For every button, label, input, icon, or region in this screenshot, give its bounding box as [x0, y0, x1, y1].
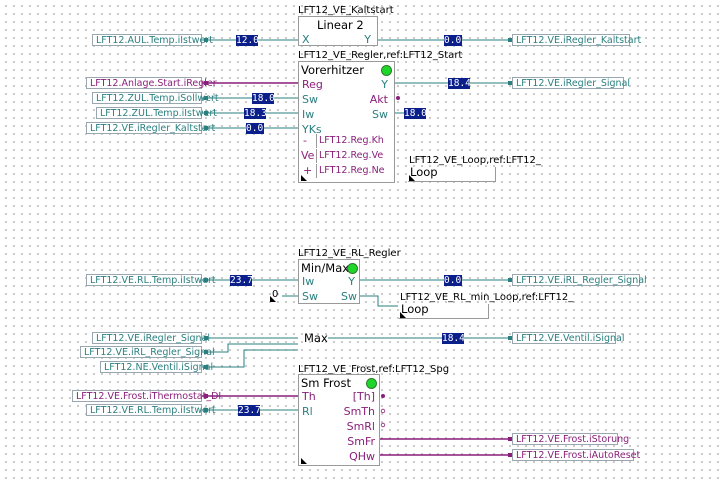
- frost-pin-th: Th: [302, 390, 316, 403]
- output-tag-regler-signal[interactable]: LFT12.VE.iRegler_Signal: [512, 77, 630, 89]
- resize-corner-icon: [270, 296, 276, 302]
- frost-block-name: LFT12_VE_Frost,ref:LFT12_Spg: [298, 364, 450, 375]
- linear-pin-y: Y: [364, 33, 371, 46]
- input-tag-regler-kaltstart[interactable]: LFT12.VE.iRegler_Kaltstart: [86, 122, 215, 134]
- param-ne[interactable]: LFT12.Reg.Ne: [316, 164, 394, 178]
- input-tag-zul-sollwert[interactable]: LFT12.ZUL.Temp.iSollwert: [92, 92, 219, 104]
- resize-corner-icon: [409, 175, 415, 181]
- frost-pin-smth: SmTh: [343, 405, 375, 418]
- value-kaltstart-y: 0.0: [444, 35, 462, 46]
- minmax-block-title: Min/Max: [301, 261, 350, 275]
- loop1-name: LFT12_VE_Loop,ref:LFT12_: [409, 155, 541, 166]
- value-yks: 0.0: [246, 123, 264, 134]
- value-sw-out: 18.0: [404, 108, 427, 119]
- wire-max-in2: [202, 343, 298, 353]
- input-tag-rl-regler-signal[interactable]: LFT12.VE.iRL_Regler_Signal: [80, 346, 215, 358]
- output-tag-ventil-signal[interactable]: LFT12.VE.Ventil.iSignal: [512, 332, 625, 344]
- input-tag-rl-temp[interactable]: LFT12.VE.RL.Temp.iIstwert: [86, 274, 216, 286]
- frost-pin-rl: Rl: [302, 405, 313, 418]
- regler-pin-akt: Akt: [369, 93, 388, 106]
- regler-block-title: Vorerhitzer: [301, 63, 364, 77]
- status-lamp: [347, 263, 358, 274]
- regler-block[interactable]: Vorerhitzer Reg Sw Iw YKs Y Akt Sw - Ve …: [298, 61, 395, 183]
- frost-pin-th-out: [Th]: [352, 390, 375, 403]
- loop2-name: LFT12_VE_RL_min_Loop,ref:LFT12_: [400, 292, 574, 303]
- regler-pin-sw-in: Sw: [302, 93, 318, 106]
- frost-pin-qhw: QHw: [349, 450, 375, 463]
- frost-block-title: Sm Frost: [301, 376, 351, 390]
- frost-pin-smrl: SmRl: [346, 420, 375, 433]
- value-max-out: 18.4: [442, 333, 465, 344]
- value-rl-istwert: 23.7: [230, 275, 253, 286]
- linear-pin-x: X: [302, 33, 310, 46]
- minmax-pin-sw-out: Sw: [341, 290, 357, 303]
- input-tag-aul-temp[interactable]: LFT12.AUL.Temp.iIstwert: [92, 34, 213, 46]
- frost-block[interactable]: Sm Frost Th Rl [Th] SmTh SmRl SmFr QHw: [298, 374, 380, 466]
- regler-pin-yks: YKs: [302, 123, 322, 136]
- linear-block-title: Linear 2: [317, 18, 364, 32]
- regler-pin-y: Y: [381, 78, 388, 91]
- minmax-pin-iw: Iw: [302, 275, 315, 288]
- param-sign-ve: Ve: [301, 149, 315, 162]
- minmax-pin-sw-in: Sw: [302, 290, 318, 303]
- resize-corner-icon: [301, 175, 307, 181]
- input-tag-frost-thermostat[interactable]: LFT12.VE.Frost.iThermostat_DI: [72, 390, 221, 402]
- resize-corner-icon: [301, 458, 307, 464]
- minmax-block-name: LFT12_VE_RL_Regler: [298, 248, 401, 259]
- input-tag-anlage-start[interactable]: LFT12.Anlage.Start.iRegler: [86, 77, 217, 89]
- value-aul-temp: 12.0: [236, 35, 259, 46]
- value-frost-rl: 23.7: [238, 405, 261, 416]
- regler-pin-reg: Reg: [302, 78, 323, 91]
- param-ve[interactable]: LFT12.Reg.Ve: [316, 149, 394, 163]
- input-tag-zul-istwert[interactable]: LFT12.ZUL.Temp.iIstwert: [96, 107, 217, 119]
- regler-pin-iw: Iw: [302, 108, 315, 121]
- status-lamp: [381, 65, 392, 76]
- param-sign-plus: +: [303, 164, 313, 177]
- constant-zero[interactable]: 0: [272, 289, 279, 300]
- frost-pin-smfr: SmFr: [347, 435, 375, 448]
- max-block[interactable]: Max: [298, 330, 328, 354]
- regler-block-name: LFT12_VE_Regler,ref:LFT12_Start: [298, 50, 463, 61]
- loop2-text: Loop: [401, 302, 429, 316]
- loop2-block[interactable]: Loop: [399, 302, 489, 319]
- linear-block[interactable]: Linear 2 X Y: [298, 16, 378, 46]
- linear-block-name: LFT12_VE_Kaltstart: [298, 5, 394, 16]
- wire-max-in3: [202, 349, 298, 368]
- resize-corner-icon: [400, 312, 406, 318]
- output-tag-frost-autoreset[interactable]: LFT12.VE.Frost.iAutoReset: [512, 449, 640, 461]
- output-tag-rl-regler-signal[interactable]: LFT12.VE.iRL_Regler_Signal: [512, 274, 647, 286]
- status-lamp: [366, 378, 377, 389]
- value-istwert: 18.3: [244, 108, 267, 119]
- input-tag-ne-ventil[interactable]: LFT12.NE.Ventil.iSignal: [100, 361, 213, 373]
- value-rl-regler-y: 0.0: [444, 275, 462, 286]
- param-kh[interactable]: LFT12.Reg.Kh: [316, 134, 394, 148]
- output-tag-regler-kaltstart[interactable]: LFT12.VE.iRegler_Kaltstart: [512, 34, 641, 46]
- param-sign-minus: -: [303, 134, 307, 147]
- wire-minmax-sw-loop: [360, 295, 398, 307]
- value-regler-y: 18.4: [448, 78, 471, 89]
- input-tag-regler-signal[interactable]: LFT12.VE.iRegler_Signal: [92, 332, 210, 344]
- input-tag-frost-rl-temp[interactable]: LFT12.VE.RL.Temp.iIstwert: [86, 404, 216, 416]
- regler-pin-sw-out: Sw: [372, 108, 388, 121]
- minmax-pin-y: Y: [348, 275, 355, 288]
- output-tag-frost-storung[interactable]: LFT12.VE.Frost.iStorung: [512, 433, 629, 445]
- value-sollwert: 18.0: [252, 93, 275, 104]
- loop1-text: Loop: [410, 165, 438, 179]
- max-block-title: Max: [304, 331, 328, 345]
- loop1-block[interactable]: Loop: [408, 165, 496, 182]
- minmax-block[interactable]: Min/Max Iw Sw Y Sw: [298, 259, 360, 304]
